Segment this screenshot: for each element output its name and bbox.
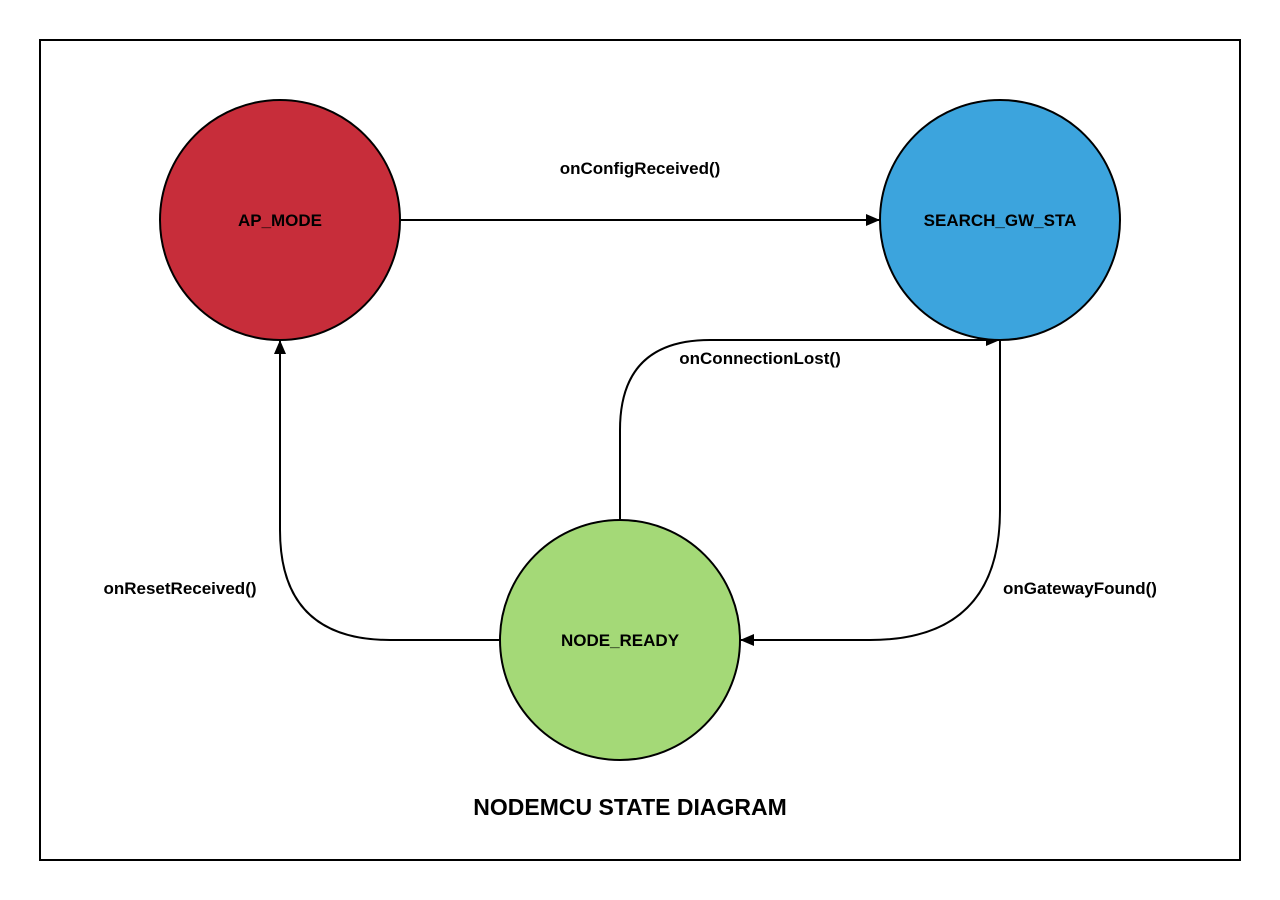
state-search-gw-sta-circle [879, 99, 1121, 341]
edge-gateway-found [740, 341, 1001, 646]
state-ap-mode: AP_MODE [159, 99, 401, 341]
state-ap-mode-circle [159, 99, 401, 341]
state-search-gw-sta: SEARCH_GW_STA [879, 99, 1121, 341]
state-node-ready: NODE_READY [499, 519, 741, 761]
state-search-gw-sta-label: SEARCH_GW_STA [924, 211, 1077, 230]
edge-connection-lost [619, 334, 1000, 519]
state-node-ready-circle [499, 519, 741, 761]
edge-label-gateway-found: onGatewayFound() [1003, 579, 1157, 598]
diagram-title: NODEMCU STATE DIAGRAM [473, 794, 786, 820]
edge-label-reset-received: onResetReceived() [103, 579, 256, 598]
state-ap-mode-label: AP_MODE [238, 211, 322, 230]
edge-label-connection-lost: onConnectionLost() [679, 349, 840, 368]
edge-reset-received [274, 340, 499, 641]
diagram-frame [39, 39, 1241, 861]
state-node-ready-label: NODE_READY [561, 631, 680, 650]
edge-label-config-received: onConfigReceived() [560, 159, 721, 178]
